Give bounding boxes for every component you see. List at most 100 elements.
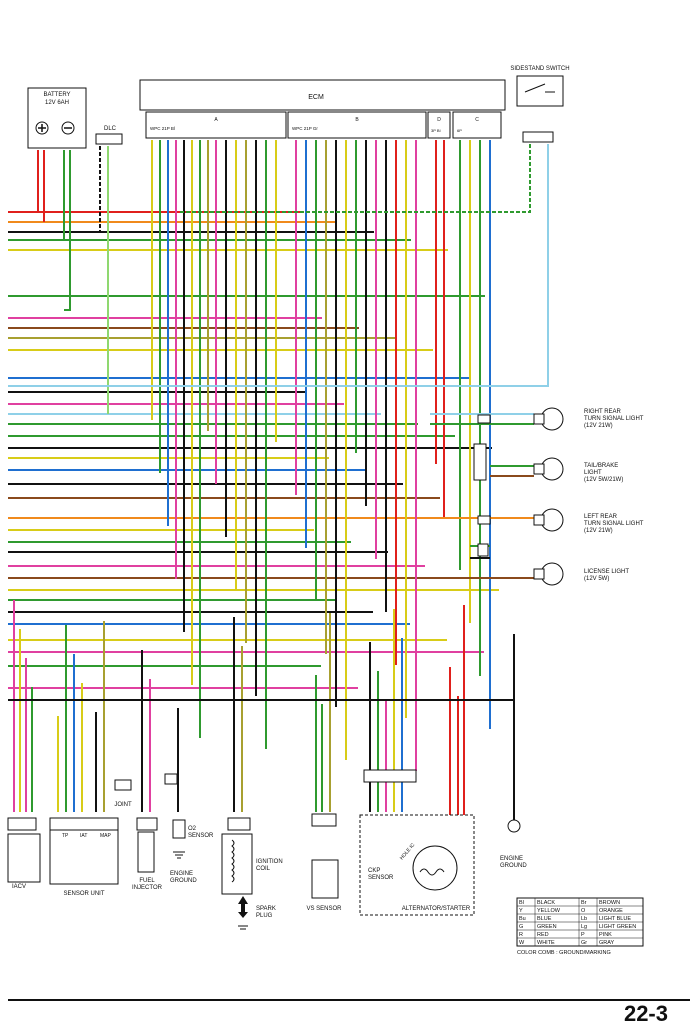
license-light-line1: LICENSE LIGHT xyxy=(584,569,629,575)
sensor-unit-iat: IAT xyxy=(80,833,87,839)
engine-ground-right-line1: ENGINE xyxy=(500,856,523,862)
ecm-conn-a-type: WPC 21P Bl xyxy=(150,126,175,131)
page-number: 22-3 xyxy=(623,1001,668,1026)
legend-cell: O xyxy=(581,908,586,914)
fuel-injector-line2: INJECTOR xyxy=(132,885,163,891)
legend-cell: RED xyxy=(537,932,549,938)
sidestand-switch-label: SIDESTAND SWITCH xyxy=(510,66,569,72)
legend-cell: GREEN xyxy=(537,924,557,930)
ignition-coil-line2: COIL xyxy=(256,866,271,872)
ecm-connector-b: B xyxy=(355,117,359,123)
joint: JOINT xyxy=(114,779,132,808)
fuel-injector-line1: FUEL xyxy=(139,878,155,884)
switch-contact-icon xyxy=(524,83,555,93)
legend-cell: BROWN xyxy=(599,900,620,906)
sensor-unit-tp: TP xyxy=(62,833,69,839)
vs-sensor-label: VS SENSOR xyxy=(306,906,342,912)
spark-plug-line1: SPARK xyxy=(256,906,276,912)
ckp-alternator: CKP SENSOR HOLE IC ALTERNATOR/STARTER xyxy=(359,769,475,916)
license-light: LICENSE LIGHT (12V 5W) xyxy=(477,543,629,586)
battery: BATTERY 12V 6AH xyxy=(27,87,87,149)
fuel-injector: FUEL INJECTOR xyxy=(132,817,163,891)
ecm-connector-c: C xyxy=(475,117,479,123)
vs-sensor: VS SENSOR xyxy=(306,813,342,912)
legend-note: COLOR COMB : GROUND/MARKING xyxy=(517,950,611,956)
legend-cell: WHITE xyxy=(537,940,555,946)
left-rear-turn-signal: LEFT REAR TURN SIGNAL LIGHT (12V 21W) xyxy=(477,508,644,534)
sensor-unit-map: MAP xyxy=(100,833,112,839)
spark-plug-icon xyxy=(238,896,248,912)
legend-cell: W xyxy=(519,940,525,946)
legend-cell: ORANGE xyxy=(599,908,623,914)
legend-cell: P xyxy=(581,932,585,938)
wire xyxy=(180,144,531,213)
ecm-conn-d-type: 3P Bl xyxy=(431,128,441,133)
legend-cell: Bl xyxy=(519,900,524,906)
ecm-connector-a: A xyxy=(214,117,218,123)
right-rear-turn-line1: RIGHT REAR xyxy=(584,409,622,415)
sidestand-switch: SIDESTAND SWITCH xyxy=(510,66,570,143)
ignition-coil-line1: IGNITION xyxy=(256,859,283,865)
legend-cell: Bu xyxy=(519,916,526,922)
legend-cell: GRAY xyxy=(599,940,615,946)
legend-cell: Lg xyxy=(581,924,587,930)
tail-brake-line1: TAIL/BRAKE xyxy=(584,463,618,469)
ecm-connector-d: D xyxy=(437,117,441,123)
dlc-connector: DLC xyxy=(95,126,123,145)
engine-ground-line2: GROUND xyxy=(170,878,197,884)
left-rear-turn-line2: TURN SIGNAL LIGHT xyxy=(584,521,644,527)
alternator-label: ALTERNATOR/STARTER xyxy=(402,906,471,912)
legend-cell: Y xyxy=(519,908,523,914)
tail-brake-line3: (12V 5W/21W) xyxy=(584,477,623,483)
legend-cell: Lb xyxy=(581,916,587,922)
legend-cell: LIGHT BLUE xyxy=(599,916,631,922)
o2-sensor-line2: SENSOR xyxy=(188,833,214,839)
ckp-sensor-line2: SENSOR xyxy=(368,875,394,881)
right-rear-turn-line3: (12V 21W) xyxy=(584,423,613,429)
engine-ground-right-line2: GROUND xyxy=(500,863,527,869)
left-rear-turn-line1: LEFT REAR xyxy=(584,514,618,520)
wire xyxy=(8,144,549,387)
o2-sensor: O2 SENSOR ENGINE GROUND xyxy=(164,773,214,884)
o2-sensor-line1: O2 xyxy=(188,826,197,832)
legend-cell: LIGHT GREEN xyxy=(599,924,636,930)
wire xyxy=(8,150,39,213)
engine-ground-right: ENGINE GROUND xyxy=(500,819,527,869)
ecm-label: ECM xyxy=(308,94,324,101)
license-light-line2: (12V 5W) xyxy=(584,576,609,582)
left-rear-turn-line3: (12V 21W) xyxy=(584,528,613,534)
iacv-label: IACV xyxy=(12,884,26,890)
engine-ground-line1: ENGINE xyxy=(170,871,193,877)
dlc-label: DLC xyxy=(104,126,117,132)
battery-rating: 12V 6AH xyxy=(45,100,69,106)
sensor-unit: TP IAT MAP SENSOR UNIT xyxy=(49,817,119,897)
right-rear-turn-line2: TURN SIGNAL LIGHT xyxy=(584,416,644,422)
legend-cell: BLACK xyxy=(537,900,555,906)
alternator-icon xyxy=(412,845,458,891)
legend-cell: Br xyxy=(581,900,587,906)
wire xyxy=(8,699,515,820)
right-rear-turn-signal: RIGHT REAR TURN SIGNAL LIGHT (12V 21W) xyxy=(477,407,644,431)
legend-cell: BLUE xyxy=(537,916,552,922)
page-rule xyxy=(8,999,690,1001)
ignition-coil: IGNITION COIL SPARK PLUG xyxy=(221,817,283,930)
wire-layer xyxy=(8,140,549,820)
iacv: IACV xyxy=(7,817,41,890)
coil-winding-icon xyxy=(231,839,235,883)
legend-cell: R xyxy=(519,932,523,938)
legend-cell: G xyxy=(519,924,523,930)
battery-label: BATTERY xyxy=(43,92,70,98)
ckp-sensor-line1: CKP xyxy=(368,868,380,874)
sensor-unit-label: SENSOR UNIT xyxy=(63,891,104,897)
ground-ring-icon xyxy=(507,819,521,833)
joint-label: JOINT xyxy=(114,802,132,808)
spark-plug-line2: PLUG xyxy=(256,913,273,919)
ecm-unit: ECM A WPC 21P Bl B WPC 21P Gr D 3P Bl C … xyxy=(139,79,506,139)
ground-icon xyxy=(173,851,185,859)
hole-ic-label: HOLE IC xyxy=(399,842,417,861)
ecm-conn-c-type: 6P xyxy=(457,128,462,133)
wire xyxy=(8,150,65,241)
ecm-conn-b-type: WPC 21P Gr xyxy=(292,126,318,131)
